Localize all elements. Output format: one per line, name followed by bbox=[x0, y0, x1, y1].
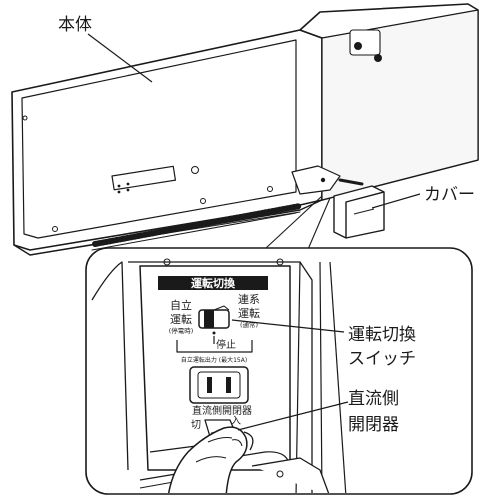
zoom-lines bbox=[265, 195, 331, 255]
panel-left-mode-sub: (停電時) bbox=[169, 326, 194, 335]
panel-breaker-label: 直流側開閉器 bbox=[192, 404, 252, 417]
leader-lines bbox=[87, 33, 421, 431]
main-unit bbox=[11, 3, 479, 256]
panel-left-mode-line1: 自立 bbox=[170, 298, 192, 312]
panel-stop-label: 停止 bbox=[216, 338, 236, 351]
callout-switch-line2: スイッチ bbox=[348, 349, 416, 369]
panel-header-text: 運転切換 bbox=[191, 276, 236, 290]
callout-switch-line1: 運転切換 bbox=[348, 325, 416, 345]
panel-left-mode-line2: 運転 bbox=[170, 313, 192, 326]
panel-right-mode-line2: 運転 bbox=[238, 307, 260, 320]
panel-right-mode-sub: (通常) bbox=[240, 320, 258, 329]
panel-on-label: 入 bbox=[231, 416, 241, 427]
panel-off-label: 切 bbox=[191, 419, 201, 431]
callout-breaker-line2: 開閉器 bbox=[348, 415, 399, 435]
panel-outlet-label: 自立運転出力 (最大15A) bbox=[181, 356, 247, 364]
callout-cover: カバー bbox=[424, 185, 475, 205]
callout-body: 本体 bbox=[58, 15, 92, 35]
panel-right-mode-line1: 連系 bbox=[238, 292, 260, 306]
cover-part bbox=[333, 185, 385, 239]
callout-breaker-line1: 直流側 bbox=[348, 389, 399, 409]
detail-view: 運転切換 自立 運転 (停電時) 連系 運転 (通常) 停止 自立運転出力 (最… bbox=[85, 247, 473, 495]
